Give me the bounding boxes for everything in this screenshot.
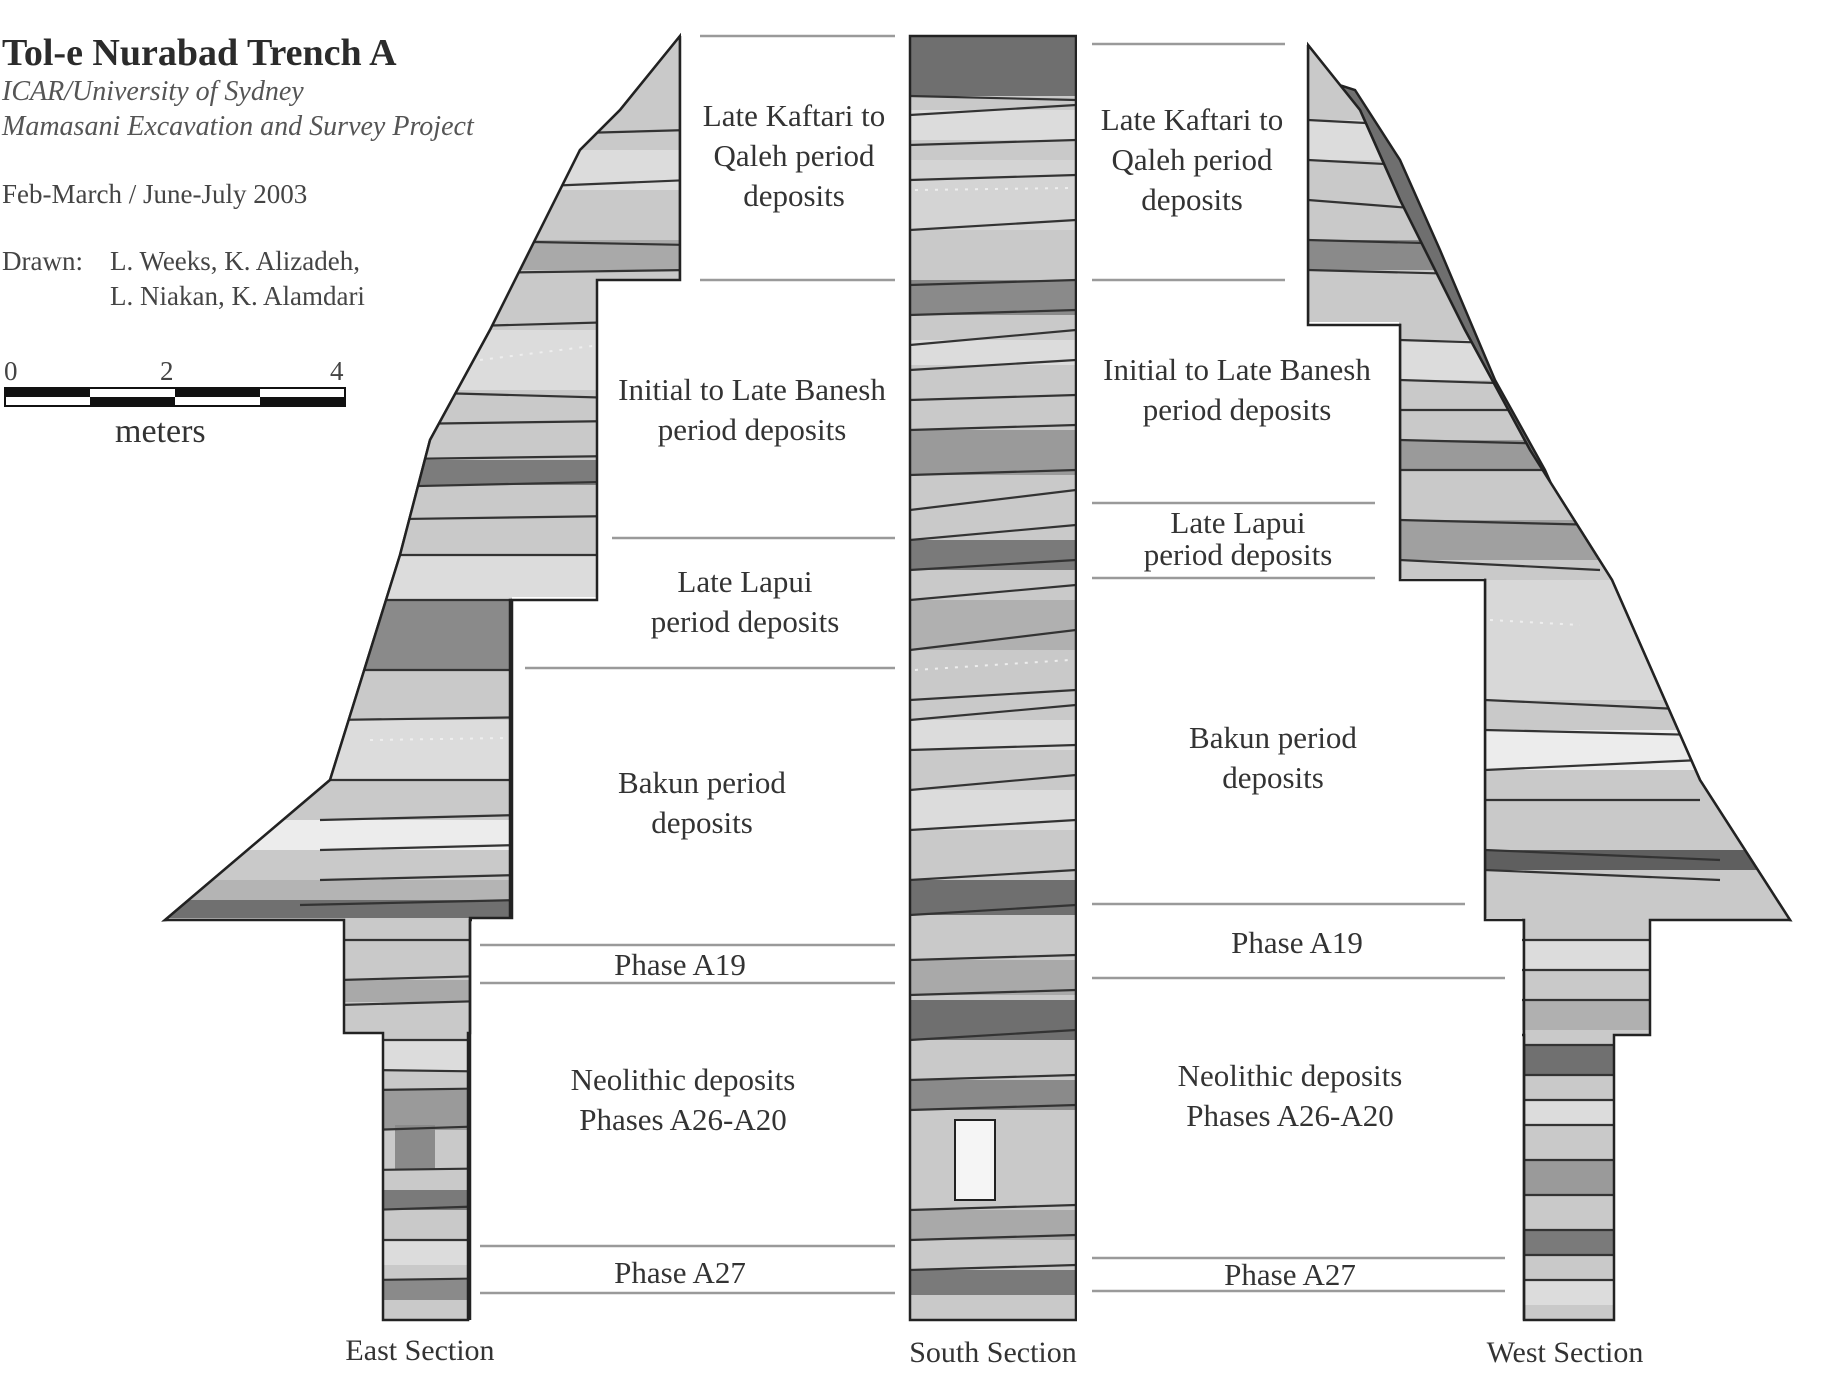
drawn-names-2: L. Niakan, K. Alamdari — [110, 281, 365, 311]
label-kaftari-line1: Late Kaftari to — [1101, 102, 1283, 137]
label-phase-a27: Phase A27 — [1224, 1257, 1356, 1292]
label-lapui-line1: Late Lapui — [1170, 505, 1306, 540]
label-neolithic-line2: Phases A26-A20 — [1186, 1098, 1394, 1133]
subtitle-institution: ICAR/University of Sydney — [1, 76, 304, 107]
excavation-dates: Feb-March / June-July 2003 — [2, 179, 307, 209]
caption-south-section: South Section — [909, 1336, 1077, 1369]
label-phase-a27: Phase A27 — [614, 1255, 746, 1290]
east-step-edge — [468, 36, 682, 1320]
label-kaftari-line3: deposits — [743, 178, 845, 213]
label-lapui-line2: period deposits — [651, 604, 840, 639]
label-bakun-line1: Bakun period — [1189, 720, 1357, 755]
label-phase-a19: Phase A19 — [614, 947, 746, 982]
diagram-title: Tol-e Nurabad Trench A — [2, 32, 397, 74]
south-strata — [910, 36, 1076, 1320]
label-kaftari-line3: deposits — [1141, 182, 1243, 217]
label-banesh-line2: period deposits — [1143, 392, 1332, 427]
scale-tick-2: 2 — [160, 356, 174, 386]
label-bakun-line2: deposits — [651, 805, 753, 840]
east-section-profile — [161, 30, 911, 1338]
scale-unit: meters — [115, 413, 206, 450]
label-banesh-line1: Initial to Late Banesh — [1103, 352, 1371, 387]
label-bakun-line2: deposits — [1222, 760, 1324, 795]
label-lapui-line1: Late Lapui — [677, 564, 813, 599]
label-neolithic-line1: Neolithic deposits — [1178, 1058, 1403, 1093]
east-step-1 — [597, 280, 687, 600]
scale-segment — [90, 397, 175, 406]
label-bakun-line1: Bakun period — [618, 765, 786, 800]
drawn-names-1: L. Weeks, K. Alizadeh, — [110, 246, 360, 276]
label-kaftari-line2: Qaleh period — [714, 138, 875, 173]
label-kaftari-line1: Late Kaftari to — [703, 98, 885, 133]
subtitle-project: Mamasani Excavation and Survey Project — [1, 111, 475, 142]
label-banesh-line1: Initial to Late Banesh — [618, 372, 886, 407]
label-kaftari-line2: Qaleh period — [1112, 142, 1273, 177]
east-step-3 — [472, 918, 687, 1338]
scale-segment — [5, 388, 90, 397]
east-step-2 — [512, 597, 687, 922]
east-label-field — [681, 30, 911, 1330]
scale-bar: 0 2 4 meters — [4, 356, 346, 450]
label-neolithic-line1: Neolithic deposits — [571, 1062, 796, 1097]
drawn-label: Drawn: — [2, 246, 83, 276]
west-step-1 — [1077, 322, 1399, 582]
caption-west-section: West Section — [1487, 1336, 1644, 1369]
scale-segment — [175, 388, 260, 397]
west-step-2 — [1077, 578, 1484, 923]
caption-east-section: East Section — [345, 1334, 494, 1367]
label-lapui-line2: period deposits — [1144, 537, 1333, 572]
scale-segment — [260, 397, 345, 406]
west-section-profile — [1077, 30, 1793, 1338]
label-banesh-line2: period deposits — [658, 412, 847, 447]
scale-tick-4: 4 — [330, 356, 344, 386]
south-section-profile — [908, 34, 1078, 1322]
west-period-labels: Late Kaftari to Qaleh period deposits In… — [1101, 102, 1403, 1292]
west-step-3 — [1077, 918, 1522, 1338]
west-period-separators — [1092, 42, 1505, 1293]
west-step-edge — [1306, 45, 1526, 1320]
east-period-labels: Late Kaftari to Qaleh period deposits In… — [571, 98, 887, 1290]
scale-tick-0: 0 — [4, 356, 18, 386]
label-phase-a19: Phase A19 — [1231, 925, 1363, 960]
east-period-separators — [480, 34, 895, 1295]
label-neolithic-line2: Phases A26-A20 — [579, 1102, 787, 1137]
south-section-outline — [908, 34, 1078, 1322]
